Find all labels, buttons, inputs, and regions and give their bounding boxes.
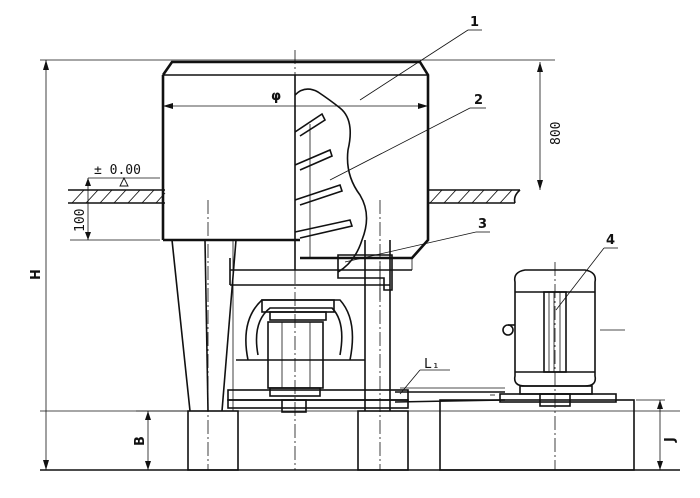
foundation-blocks <box>187 399 635 471</box>
floor-hatching-left <box>71 189 166 204</box>
floor-slab <box>68 189 521 204</box>
cutaway-edge <box>294 88 368 273</box>
dimension-J: J <box>663 437 678 443</box>
base-plate <box>227 389 409 413</box>
foundation-block-center <box>357 410 409 471</box>
foundation-block-right <box>439 399 635 471</box>
foundation-block-left <box>187 410 239 471</box>
dimension-B: B <box>133 436 148 446</box>
spiral-baffles <box>294 112 354 258</box>
part-number-2: 2 <box>474 93 483 108</box>
center-lines <box>207 50 556 470</box>
leader-lines <box>329 29 618 395</box>
part-number-1: 1 <box>470 15 479 30</box>
diameter-symbol: φ <box>271 89 281 104</box>
gearbox-assembly <box>236 299 365 397</box>
part-number-3: 3 <box>478 217 487 232</box>
dimension-800: 800 <box>549 122 564 145</box>
dimension-H: H <box>29 269 44 280</box>
floor-hatching-right <box>429 189 513 204</box>
motor <box>499 269 625 407</box>
elevation-label: ± 0.00 <box>94 163 141 178</box>
part-number-4: 4 <box>606 233 615 248</box>
dimension-100: 100 <box>73 209 88 232</box>
belt-length-label: L₁ <box>424 357 440 372</box>
support-legs <box>171 239 391 412</box>
vessel-body <box>161 60 430 286</box>
dimension-lines <box>40 59 665 470</box>
belt-drive <box>394 387 506 403</box>
